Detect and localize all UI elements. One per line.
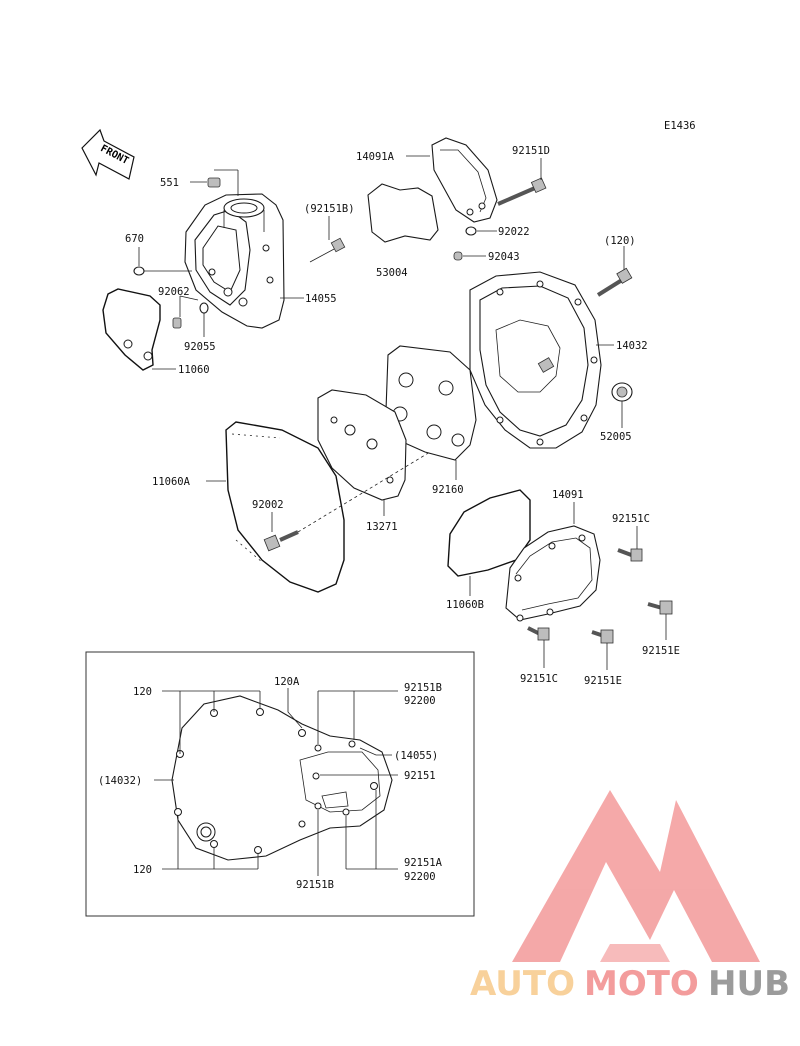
gasket-11060A — [225, 421, 345, 593]
label-11060: 11060 — [178, 364, 210, 376]
label-92151C-lower: 92151C — [520, 673, 558, 685]
label-92043: 92043 — [488, 251, 520, 263]
plate-13271 — [317, 389, 407, 501]
label-13271: 13271 — [366, 521, 398, 533]
label-14091A: 14091A — [356, 151, 395, 163]
cover-14091A — [431, 137, 498, 223]
gasket-53004 — [367, 183, 439, 243]
label-92055: 92055 — [184, 341, 216, 353]
inset-label-120-top: 120 — [133, 686, 152, 698]
label-670: 670 — [125, 233, 144, 245]
inner-cover-14055 — [184, 193, 285, 329]
label-92151B-paren: (92151B) — [304, 203, 355, 215]
logo-text-moto: MOTO — [584, 964, 699, 1004]
label-92151E-lower: 92151E — [584, 675, 622, 687]
inset-label-92200-bottom: 92200 — [404, 871, 436, 883]
bolt-92151C-upper — [617, 548, 643, 562]
front-arrow-icon: FRONT — [81, 128, 135, 180]
bolt-92151D — [497, 177, 547, 206]
diagram-code: E1436 — [664, 120, 696, 132]
plate-92160 — [385, 345, 477, 461]
label-92151E-right: 92151E — [642, 645, 680, 657]
gasket-11060 — [102, 288, 161, 371]
inset-label-92151B-top: 92151B — [404, 682, 442, 694]
label-53004: 53004 — [376, 267, 408, 279]
bolt-92151C-lower — [527, 626, 550, 641]
dowel-92062 — [172, 317, 182, 329]
label-92151D: 92151D — [512, 145, 550, 157]
oring-92055 — [199, 302, 209, 314]
cover-14091 — [505, 525, 601, 622]
bolt-92151E-lower — [591, 629, 614, 644]
logo-text-hub: HUB — [708, 964, 790, 1004]
pin-92043 — [453, 251, 463, 261]
inset-label-14055-paren: (14055) — [394, 750, 438, 762]
inset-label-92151A: 92151A — [404, 857, 443, 869]
bolt-92151B — [309, 237, 346, 263]
inset-label-120A: 120A — [274, 676, 300, 688]
label-14091: 14091 — [552, 489, 584, 501]
label-92062: 92062 — [158, 286, 190, 298]
label-551: 551 — [160, 177, 179, 189]
label-11060B: 11060B — [446, 599, 484, 611]
inset-label-92151B-bottom: 92151B — [296, 879, 334, 891]
outer-cover-14032 — [469, 271, 602, 449]
label-92160: 92160 — [432, 484, 464, 496]
logo-text-auto: AUTO — [470, 964, 575, 1004]
label-11060A: 11060A — [152, 476, 191, 488]
plug-551 — [190, 169, 239, 196]
washer-92022 — [465, 226, 477, 236]
label-92022: 92022 — [498, 226, 530, 238]
oring-670 — [133, 266, 145, 276]
label-92151C-upper: 92151C — [612, 513, 650, 525]
label-52005: 52005 — [600, 431, 632, 443]
inset-label-92200-top: 92200 — [404, 695, 436, 707]
inset-label-14032-paren: (14032) — [98, 775, 142, 787]
label-92002: 92002 — [252, 499, 284, 511]
label-14055: 14055 — [305, 293, 337, 305]
seal-52005 — [611, 382, 633, 402]
bolt-92002 — [263, 530, 299, 552]
bolt-120 — [596, 267, 633, 297]
label-120-paren: (120) — [604, 235, 636, 247]
inset-label-92151: 92151 — [404, 770, 436, 782]
bolt-92151E-right — [647, 600, 673, 615]
inset-label-120-bottom: 120 — [133, 864, 152, 876]
gasket-11060B — [447, 489, 531, 577]
label-14032: 14032 — [616, 340, 648, 352]
inset-cover-outline — [171, 695, 393, 861]
automotohub-logo: AUTO MOTO HUB — [470, 790, 790, 1004]
